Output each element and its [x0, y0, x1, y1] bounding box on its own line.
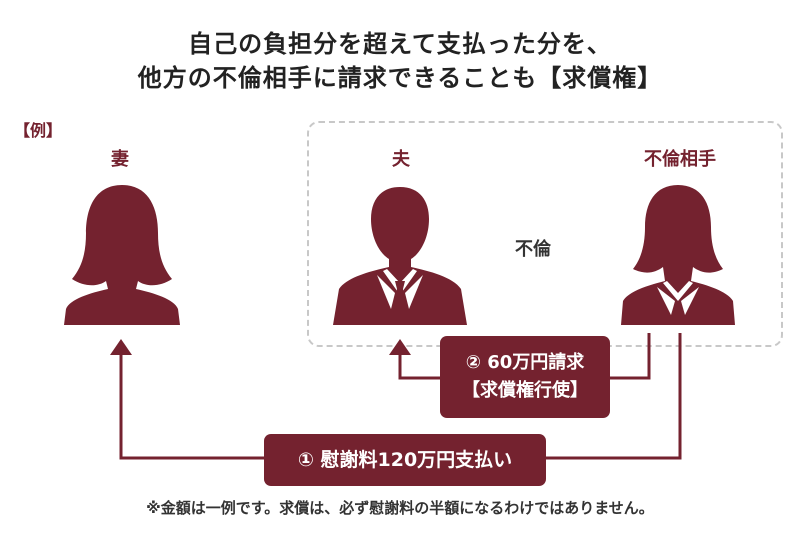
- woman-silhouette-icon: [64, 185, 180, 325]
- wife-label: 妻: [111, 149, 129, 170]
- man-silhouette-icon: [333, 187, 467, 325]
- businesswoman-silhouette-icon: [621, 185, 735, 325]
- payment1-text: ① 慰謝料120万円支払い: [297, 449, 513, 471]
- footnote: ※金額は一例です。求償は、必ず慰謝料の半額になるわけではありません。: [146, 499, 654, 517]
- title-line-1: 自己の負担分を超えて支払った分を、: [188, 30, 612, 58]
- arrow-up-icon: [389, 339, 411, 355]
- payment1-badge: ① 慰謝料120万円支払い: [264, 434, 546, 486]
- payment2-badge: ② 60万円請求 【求償権行使】: [440, 336, 610, 418]
- payment2-line1: ② 60万円請求: [465, 352, 585, 373]
- husband-label: 夫: [392, 149, 410, 170]
- title-line-2: 他方の不倫相手に請求できることも【求償権】: [137, 64, 663, 92]
- partner-label: 不倫相手: [644, 149, 716, 170]
- affair-label: 不倫: [515, 239, 551, 260]
- example-label: 【例】: [14, 121, 63, 140]
- arrow-up-icon: [110, 339, 132, 355]
- payment2-line2: 【求償権行使】: [462, 380, 588, 401]
